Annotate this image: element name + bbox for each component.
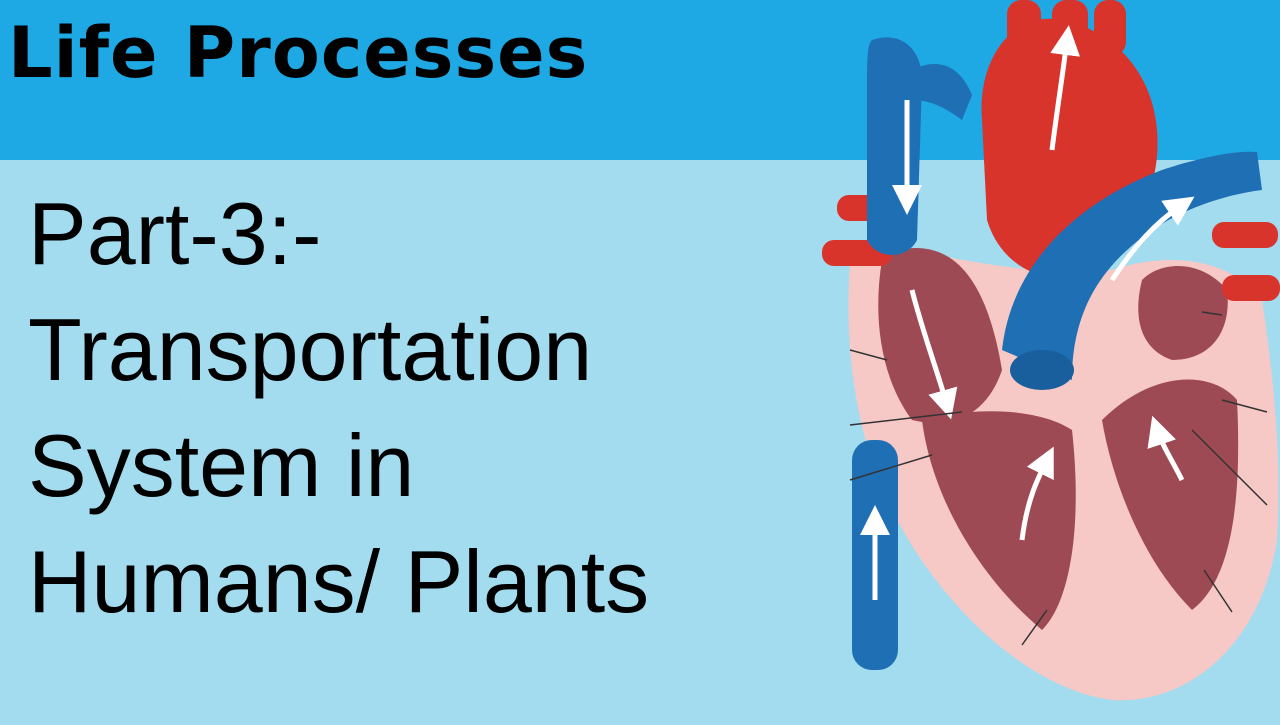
leader-line-7 [1191,429,1268,506]
leader-line-5 [1201,311,1223,316]
right-ventricle-chamber [1102,379,1239,610]
aorta-branch-2 [1052,0,1088,50]
pulmonary-artery-opening [1010,350,1074,390]
aorta-branch-3 [1094,0,1126,56]
pulmonary-vein-right-1 [1212,222,1278,248]
leader-line-4 [1021,609,1048,646]
flow-arrow-right-ventricle [1147,415,1185,482]
pulmonary-vein-right-2 [1222,275,1280,301]
subtitle-block: Part-3:- Transportation System in Humans… [28,176,848,640]
subtitle-line-system: System in [28,416,415,515]
pulmonary-artery [1002,151,1262,380]
human-heart-diagram-icon [812,0,1280,720]
leader-line-1 [849,349,888,361]
leader-line-8 [1203,569,1233,613]
flow-arrow-right-atrium [909,289,958,420]
subtitle-line-part: Part-3:- [28,184,322,283]
leader-line-3 [849,454,933,481]
vena-cava-branch [912,64,972,120]
leader-line-6 [1221,399,1268,413]
aorta-branch-1 [1007,0,1041,60]
subtitle-line-transportation: Transportation [28,300,593,399]
flow-arrow-aorta-up [1049,25,1081,151]
page-title: Life Processes [8,12,589,94]
leader-line-2 [849,411,963,426]
flow-arrow-left-ventricle [1019,446,1054,541]
subtitle-line-humans-plants: Humans/ Plants [28,532,650,631]
left-atrium-chamber [1138,266,1228,360]
flow-arrow-pulmonary [1109,196,1195,282]
right-atrium-chamber [878,248,1002,423]
